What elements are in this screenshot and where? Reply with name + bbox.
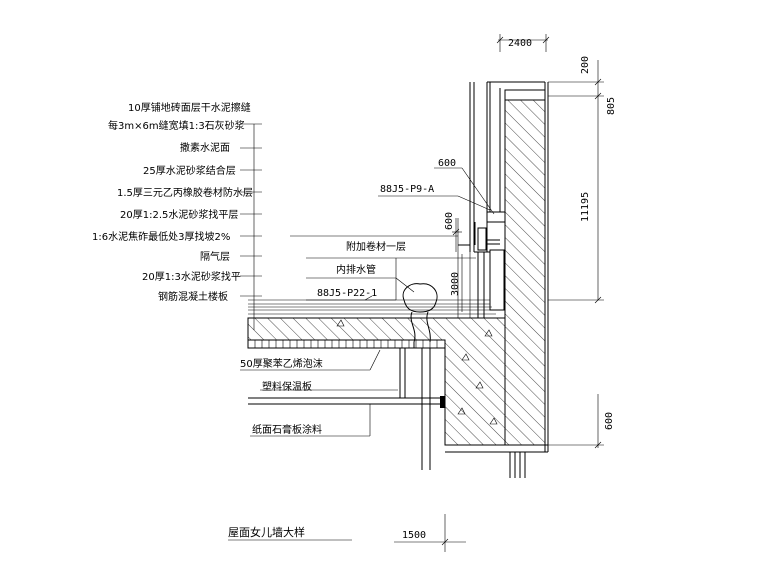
roof-slab [247, 299, 506, 446]
ref-code-p9: 88J5-P9-A [380, 184, 434, 195]
ceiling-board [248, 348, 445, 470]
insulation-ticks [254, 340, 438, 348]
dim-1500: 1500 [402, 530, 426, 541]
dimension-texts: 2400 200 805 11195 600 600 3000 600 1500 [402, 38, 617, 541]
guide-lines [457, 82, 490, 318]
label-polystyrene: 50厚聚苯乙烯泡沫 [240, 357, 323, 370]
reference-codes: 88J5-P9-A 88J5-P22-1 [317, 184, 434, 299]
dim-805: 805 [606, 97, 617, 115]
label-extra-membrane: 附加卷材一层 [346, 240, 406, 253]
dim-2400: 2400 [508, 38, 532, 49]
reference-leaders [378, 167, 495, 215]
dim-200: 200 [580, 56, 591, 74]
label-leveling-layer: 20厚1:2.5水泥砂浆找平层 [120, 208, 238, 221]
label-floor-tile: 10厚铺地砖面层干水泥擦缝 [128, 101, 251, 114]
dim-600-mid: 600 [444, 212, 455, 230]
drawing-title: 屋面女儿墙大样 [228, 525, 305, 539]
dim-600-top: 600 [438, 158, 456, 169]
label-joint-fill: 每3m×6m缝宽填1:3石灰砂浆 [108, 119, 245, 132]
parapet-wall [445, 81, 549, 478]
label-mortar-leveling: 20厚1:3水泥砂浆找平 [142, 270, 241, 283]
label-drain-pipe: 内排水管 [336, 263, 376, 276]
drain-pipe [402, 283, 438, 348]
callout-leaders [228, 123, 476, 541]
label-slope-layer: 1:6水泥焦砟最低处3厚找坡2% [92, 230, 230, 243]
label-concrete-slab: 钢筋混凝土楼板 [158, 290, 228, 303]
dim-600-bottom: 600 [604, 412, 615, 430]
ref-code-p22: 88J5-P22-1 [317, 288, 377, 299]
layer-labels: 10厚铺地砖面层干水泥擦缝 每3m×6m缝宽填1:3石灰砂浆 撒素水泥面 25厚… [92, 101, 406, 436]
label-insulation-board: 塑料保温板 [262, 380, 312, 393]
label-bonding-layer: 25厚水泥砂浆结合层 [143, 164, 236, 177]
label-waterproof-membrane: 1.5厚三元乙丙橡胶卷材防水层 [117, 186, 253, 199]
label-gypsum-board: 纸面石膏板涂料 [252, 423, 322, 436]
label-cement-dust: 撒素水泥面 [180, 141, 230, 154]
dimension-lines [394, 34, 604, 552]
label-vapor-barrier: 隔气层 [200, 250, 230, 263]
dim-11195: 11195 [580, 192, 591, 222]
dim-3000: 3000 [450, 272, 461, 296]
